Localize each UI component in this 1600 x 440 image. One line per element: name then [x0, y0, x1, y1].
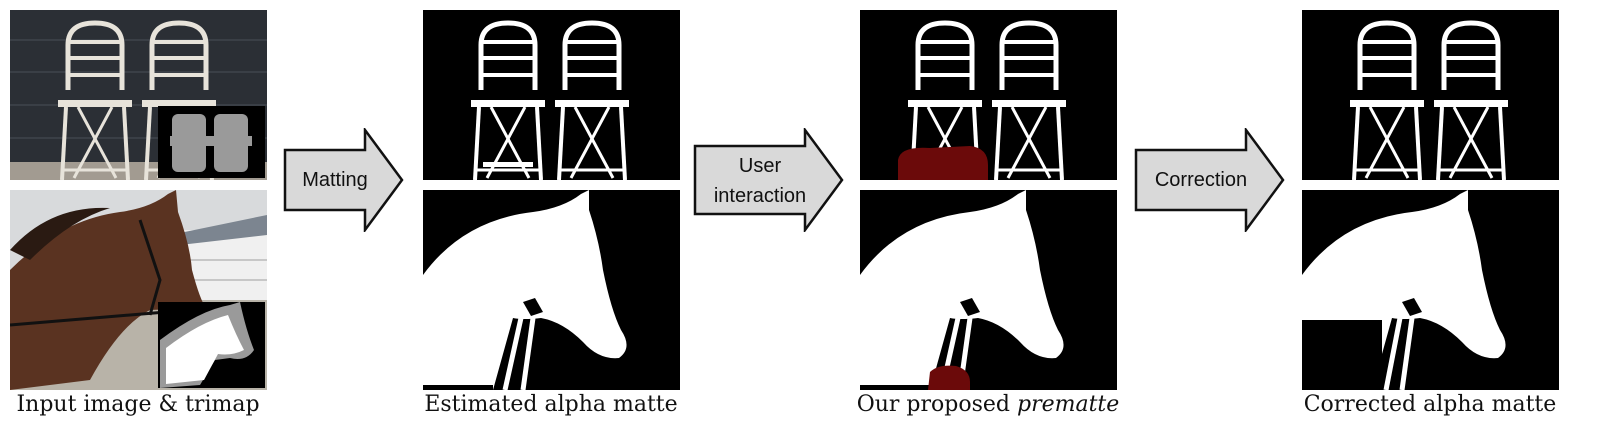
- prematte-chairs: [860, 10, 1117, 180]
- corrected-horse-matte: [1302, 190, 1559, 390]
- arrow-label-correction: Correction: [1154, 169, 1248, 191]
- corrected-chairs-matte: [1302, 10, 1559, 180]
- caption-prematte-prefix: Our proposed: [856, 392, 1017, 417]
- caption-estimated: Estimated alpha matte: [424, 392, 678, 417]
- caption-corrected: Corrected alpha matte: [1303, 392, 1557, 417]
- prematte-horse: [860, 190, 1117, 390]
- arrow-label-line2: interaction: [713, 185, 807, 207]
- caption-prematte: Our proposed prematte: [838, 392, 1138, 417]
- estimated-chairs-matte: [423, 10, 680, 180]
- caption-prematte-em: prematte: [1016, 392, 1120, 417]
- arrow-label-line1: User: [738, 155, 782, 177]
- user-stroke-horse: [928, 365, 970, 390]
- caption-input: Input image & trimap: [16, 392, 260, 417]
- chairs-photo: [10, 10, 267, 180]
- horse-photo: [10, 190, 267, 390]
- user-stroke-chairs: [898, 146, 988, 180]
- estimated-horse-matte: [423, 190, 680, 390]
- arrow-label-matting: Matting: [302, 169, 368, 191]
- arrow-label-user-interaction: User interaction: [695, 151, 825, 211]
